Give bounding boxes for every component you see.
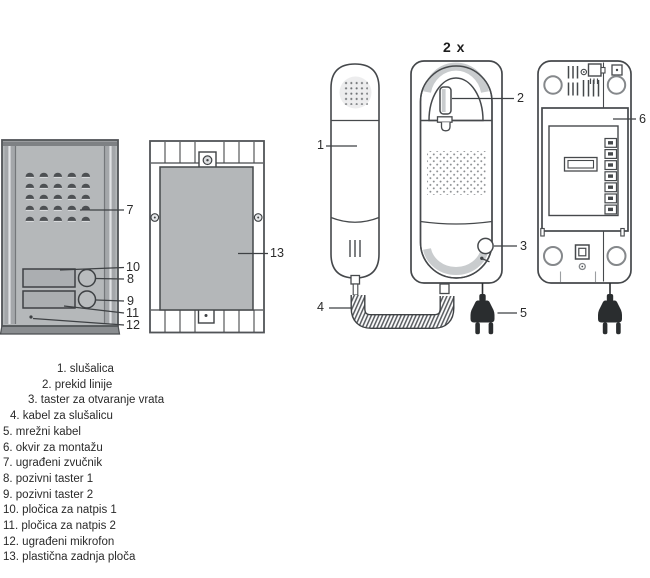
call-button-1 xyxy=(77,268,97,288)
panel-top-band xyxy=(3,141,117,146)
nameplate-1 xyxy=(22,268,76,288)
component-pins xyxy=(589,78,599,84)
speaker-grille-louvres xyxy=(25,172,91,223)
frame-screw-top-dot xyxy=(206,159,209,162)
callout-label-7: 7 xyxy=(126,202,134,217)
call-button-2 xyxy=(77,290,97,309)
callout-label-13: 13 xyxy=(270,246,285,260)
legend-item-12: 12. ugrađeni mikrofon xyxy=(3,535,115,548)
component-box xyxy=(587,63,602,77)
legend-item-8: 8. pozivni taster 1 xyxy=(3,472,94,485)
microphone-hole xyxy=(29,315,33,319)
screw-hole-top-right xyxy=(606,75,627,95)
plug-relief-front xyxy=(479,294,486,302)
screw-hole-bottom-left xyxy=(543,246,563,266)
callout-line-10 xyxy=(59,266,125,271)
door-open-button xyxy=(477,237,494,255)
plug-relief-back xyxy=(606,294,614,302)
corner-box-dot xyxy=(615,68,619,72)
nameplate-2 xyxy=(22,290,76,309)
callout-label-10: 10 xyxy=(126,260,141,274)
screw-hole-top-left xyxy=(543,75,563,95)
label-window-inner xyxy=(567,159,595,169)
frame-band-segments xyxy=(164,142,255,332)
back-screw-dot xyxy=(581,265,584,268)
handset-body xyxy=(330,63,380,279)
legend-item-4: 4. kabel za slušalicu xyxy=(10,410,113,423)
legend-item-3: 3. taster za otvaranje vrata xyxy=(28,394,165,407)
unit-cord-connector xyxy=(439,283,450,295)
unit-speaker-holes xyxy=(427,151,486,195)
screw-hole-bottom-right xyxy=(606,246,627,266)
plug-body-back xyxy=(598,300,622,323)
callout-label-11: 11 xyxy=(126,305,140,320)
quantity-label: 2 x xyxy=(443,39,466,55)
callout-label-1: 1 xyxy=(317,138,325,152)
power-plug-front xyxy=(470,283,495,335)
frame-clip-right xyxy=(620,227,625,237)
mouthpiece-cap-line xyxy=(330,216,380,223)
microphone-slots xyxy=(349,240,361,257)
switch-shading xyxy=(441,89,446,112)
callout-label-3: 3 xyxy=(520,238,528,253)
coil-wraps xyxy=(351,295,454,328)
callout-lines xyxy=(32,97,636,326)
indoor-unit-front xyxy=(410,60,503,295)
callout-line-12 xyxy=(32,317,125,326)
legend-item-6: 6. okvir za montažu xyxy=(3,441,103,454)
frame-bottom-tab-dot xyxy=(204,314,208,317)
plastic-back-plate xyxy=(159,166,254,311)
callout-label-9: 9 xyxy=(127,293,135,308)
frame-screw-left-dot xyxy=(153,216,156,219)
legend-item-9: 9. pozivni taster 2 xyxy=(3,488,94,501)
indoor-unit-back xyxy=(537,60,632,284)
cradle-recess-outline xyxy=(419,65,493,279)
terminal-block-column xyxy=(604,137,618,215)
handset-figure xyxy=(330,63,380,296)
cord-boot xyxy=(352,283,359,296)
frame-screw-right-dot xyxy=(257,216,260,219)
legend-item-2: 2. prekid linije xyxy=(42,378,113,391)
adjuster-dot xyxy=(582,71,585,73)
hook-bracket xyxy=(436,116,453,123)
component-tab xyxy=(600,66,606,74)
plug-pin xyxy=(602,322,608,335)
callout-line-8 xyxy=(95,277,125,280)
key-icon xyxy=(480,256,490,263)
handset-cord-connector xyxy=(350,274,361,285)
legend-item-11: 11. pločica za natpis 2 xyxy=(3,520,116,533)
callout-label-6: 6 xyxy=(639,111,647,126)
parts-legend: 1. slušalica 2. prekid linije 3. taster … xyxy=(0,362,280,566)
hook-tab xyxy=(440,122,451,132)
callout-line-11 xyxy=(63,305,125,314)
callout-line-9 xyxy=(95,299,125,302)
callout-label-5: 5 xyxy=(520,305,528,320)
door-station-panel xyxy=(0,139,121,335)
callout-label-2: 2 xyxy=(517,90,525,105)
callout-label-4: 4 xyxy=(317,300,325,314)
cradle-top-shadow xyxy=(423,62,489,93)
plug-pin xyxy=(616,322,621,335)
back-plate-frame xyxy=(149,140,265,334)
callout-label-12: 12 xyxy=(126,317,141,332)
legend-item-7: 7. ugrađeni zvučnik xyxy=(3,457,103,470)
plug-pin xyxy=(475,322,480,335)
legend-item-5: 5. mrežni kabel xyxy=(3,425,81,438)
back-connector-inner xyxy=(578,247,587,257)
callout-label-8: 8 xyxy=(127,271,135,286)
power-plug-back xyxy=(598,283,622,335)
earpiece-speaker-holes xyxy=(343,80,368,105)
coiled-handset-cord xyxy=(350,295,455,329)
legend-item-10: 10. pločica za natpis 1 xyxy=(3,504,117,517)
plug-pin xyxy=(488,322,494,335)
legend-item-13: 13. plastična zadnja ploča xyxy=(3,551,136,564)
mouthpiece-cup-line xyxy=(420,220,493,225)
frame-clip-left xyxy=(540,227,545,237)
legend-item-1: 1. slušalica xyxy=(57,363,114,375)
plug-body-front xyxy=(470,300,495,323)
